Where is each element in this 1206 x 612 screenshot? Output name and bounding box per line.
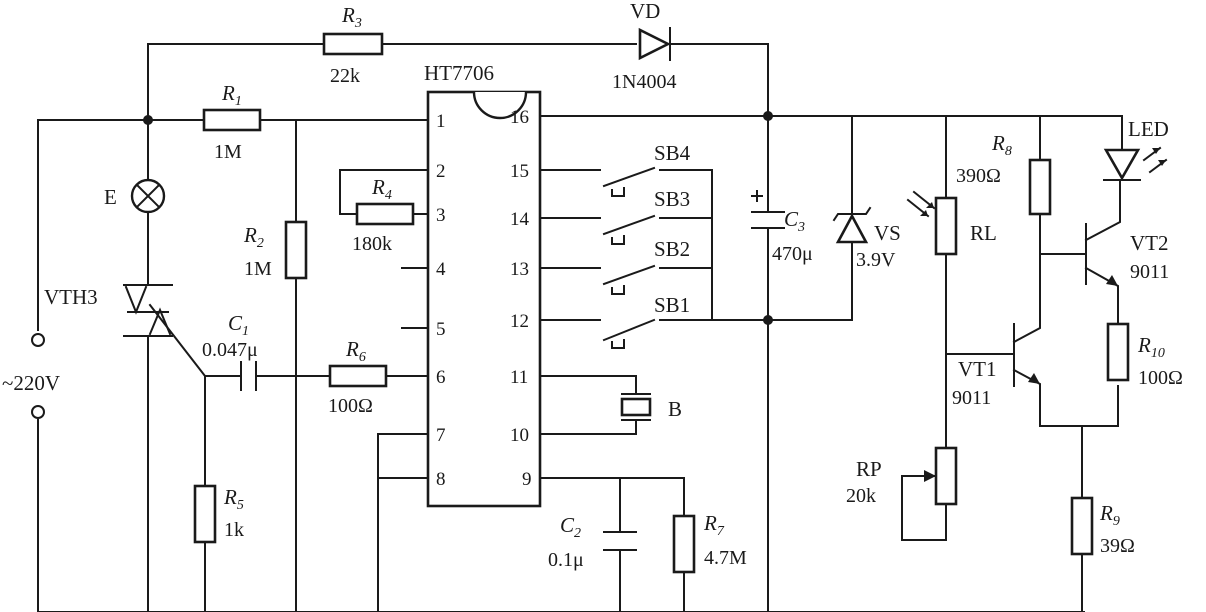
resistor-rl: RL (906, 190, 997, 256)
svg-text:C2: C2 (560, 513, 581, 541)
svg-text:0.1μ: 0.1μ (548, 549, 584, 571)
switch-sb2: SB2 (602, 237, 690, 295)
pin-9: 9 (522, 469, 532, 490)
pin-3: 3 (436, 205, 446, 226)
transistor-vt1: VT1 9011 (952, 357, 1040, 409)
switch-sb3: SB3 (602, 187, 690, 245)
pin-11: 11 (510, 367, 528, 388)
resistor-r10: R10 100Ω (1106, 322, 1183, 389)
svg-text:9011: 9011 (1130, 261, 1169, 283)
supply-terminal-bottom (31, 405, 45, 419)
pin-4: 4 (436, 259, 446, 280)
svg-text:R4: R4 (371, 175, 392, 203)
capacitor-c1: C1 0.047μ (202, 311, 258, 391)
wires (37, 43, 1123, 612)
potentiometer-rp: RP 20k (846, 446, 958, 507)
pin-14: 14 (510, 209, 530, 230)
pin-16: 16 (510, 107, 529, 128)
junction-dots (143, 111, 773, 325)
svg-text:VD: VD (630, 0, 660, 23)
capacitor-c2: C2 0.1μ (548, 513, 637, 571)
pin-2: 2 (436, 161, 446, 182)
resistor-r8: R8 390Ω (956, 131, 1052, 216)
svg-text:R7: R7 (703, 511, 725, 539)
svg-text:R9: R9 (1099, 501, 1120, 529)
pin-6: 6 (436, 367, 446, 388)
svg-text:LED: LED (1128, 117, 1169, 141)
svg-text:R3: R3 (341, 3, 362, 31)
svg-text:1k: 1k (224, 519, 244, 541)
svg-text:SB3: SB3 (654, 187, 690, 211)
supply-terminal-top (31, 333, 45, 347)
svg-text:SB4: SB4 (654, 141, 691, 165)
switch-sb1: SB1 (602, 293, 690, 349)
svg-text:390Ω: 390Ω (956, 165, 1001, 187)
svg-text:39Ω: 39Ω (1100, 535, 1135, 557)
lamp-e: E (104, 178, 166, 214)
svg-text:VT2: VT2 (1130, 231, 1169, 255)
resistor-r6: R6 100Ω (328, 337, 388, 417)
pin-7: 7 (436, 425, 446, 446)
svg-text:1M: 1M (214, 141, 242, 163)
svg-text:VS: VS (874, 221, 901, 245)
svg-text:100Ω: 100Ω (1138, 367, 1183, 389)
svg-text:VTH3: VTH3 (44, 285, 98, 309)
resistor-r7: R7 4.7M (672, 511, 747, 574)
svg-text:SB1: SB1 (654, 293, 690, 317)
svg-text:1M: 1M (244, 258, 272, 280)
resistor-r1: R1 1M (202, 81, 262, 163)
svg-text:R5: R5 (223, 485, 244, 513)
svg-text:C1: C1 (228, 311, 249, 339)
diode-vd: VD 1N4004 (612, 0, 676, 93)
pin-13: 13 (510, 259, 529, 280)
svg-text:E: E (104, 185, 117, 209)
led: LED (1103, 117, 1169, 181)
capacitor-c3: C3 470μ (751, 190, 813, 265)
svg-text:R10: R10 (1137, 333, 1165, 361)
svg-text:9011: 9011 (952, 387, 991, 409)
svg-text:3.9V: 3.9V (856, 249, 896, 271)
transistor-vt2: VT2 9011 (1106, 231, 1169, 286)
triac-vth3: VTH3 (44, 284, 173, 337)
ic-label: HT7706 (424, 61, 494, 85)
svg-text:22k: 22k (330, 65, 360, 87)
pin-8: 8 (436, 469, 446, 490)
svg-text:20k: 20k (846, 485, 876, 507)
crystal-b: B (620, 393, 682, 421)
svg-text:R2: R2 (243, 223, 264, 251)
svg-text:1N4004: 1N4004 (612, 71, 676, 93)
svg-text:180k: 180k (352, 233, 392, 255)
resistor-r3: R3 22k (322, 3, 384, 87)
svg-text:C3: C3 (784, 207, 805, 235)
resistor-r5: R5 1k (193, 484, 244, 544)
switch-sb4: SB4 (602, 141, 691, 197)
pin-5: 5 (436, 319, 446, 340)
svg-text:R1: R1 (221, 81, 242, 109)
svg-text:R8: R8 (991, 131, 1012, 159)
svg-text:0.047μ: 0.047μ (202, 339, 258, 361)
pin-15: 15 (510, 161, 529, 182)
pin-12: 12 (510, 311, 529, 332)
svg-text:SB2: SB2 (654, 237, 690, 261)
svg-text:4.7M: 4.7M (704, 547, 747, 569)
supply-label: ~220V (2, 371, 60, 395)
svg-text:R6: R6 (345, 337, 366, 365)
zener-vs: VS 3.9V (832, 206, 901, 271)
svg-text:RL: RL (970, 221, 997, 245)
svg-text:470μ: 470μ (772, 243, 813, 265)
pin-10: 10 (510, 425, 529, 446)
svg-text:B: B (668, 397, 682, 421)
svg-text:VT1: VT1 (958, 357, 997, 381)
svg-text:RP: RP (856, 457, 882, 481)
resistor-r9: R9 39Ω (1070, 496, 1135, 557)
resistor-r4: R4 180k (352, 175, 415, 255)
pin-1: 1 (436, 111, 446, 132)
svg-text:100Ω: 100Ω (328, 395, 373, 417)
ic-ht7706: HT7706 1 2 3 4 5 6 7 8 16 15 14 13 12 11… (424, 61, 542, 508)
resistor-r2: R2 1M (243, 220, 308, 280)
